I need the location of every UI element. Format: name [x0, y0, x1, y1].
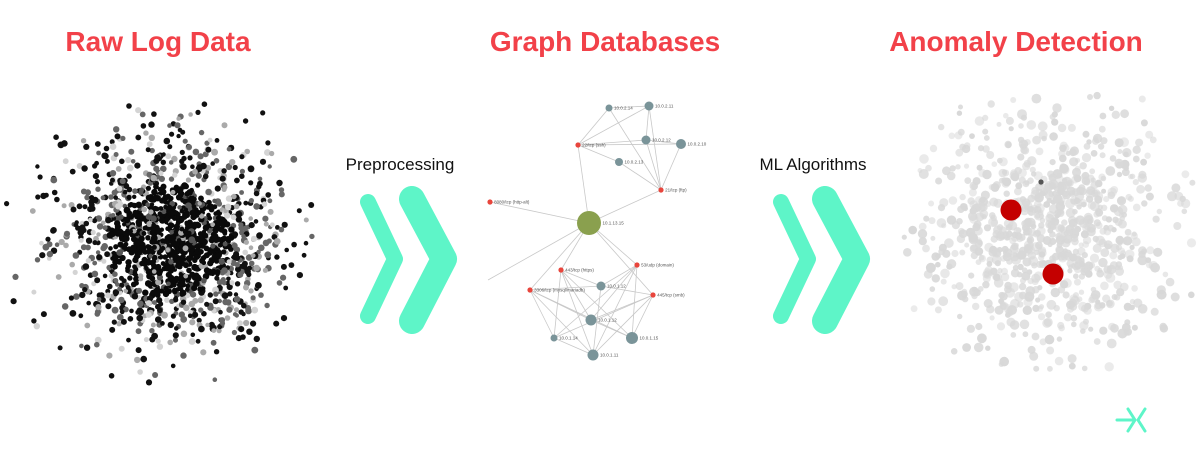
graph-edge	[560, 269, 594, 356]
graph-edge	[529, 289, 594, 356]
brand-logo-icon	[1114, 406, 1148, 434]
graph-edge	[560, 269, 602, 287]
graph-edge	[590, 319, 633, 339]
svg-text:8080/tcp (http-alt): 8080/tcp (http-alt)	[494, 200, 530, 205]
host-node: 10.0.2.10	[676, 139, 707, 149]
graph-edge	[600, 264, 638, 287]
svg-text:22/tcp (ssh): 22/tcp (ssh)	[582, 143, 606, 148]
raw-log-scatter	[0, 100, 320, 400]
service-node: 8080/tcp (http-alt)	[487, 199, 530, 205]
svg-text:10.0.1.14: 10.0.1.14	[559, 336, 578, 341]
raw-log-data-title: Raw Log Data	[65, 26, 251, 57]
svg-text:10.0.2.12: 10.0.2.12	[652, 138, 671, 143]
graph-edge	[489, 201, 590, 224]
service-node: 21/tcp (ftp)	[658, 187, 687, 193]
host-node: 10.0.1.14	[550, 334, 578, 342]
graph-edge	[592, 264, 638, 356]
graph-edge	[577, 144, 590, 224]
service-node: 445/tcp (smb)	[650, 292, 685, 298]
double-chevron-right-icon	[773, 186, 870, 334]
graph-edge	[660, 143, 682, 191]
graph-edge	[577, 107, 610, 146]
graph-edge	[645, 105, 650, 141]
graph-edge	[529, 289, 633, 339]
graph-edge	[560, 269, 592, 321]
anomaly-detection-title: Anomaly Detection	[889, 26, 1143, 57]
graph-edge	[645, 139, 662, 191]
ml-chevrons	[765, 186, 875, 336]
graph-edge	[631, 264, 638, 339]
graph-edge	[588, 222, 654, 296]
svg-text:10.1.13.15: 10.1.13.15	[603, 221, 625, 226]
svg-text:3306/tcp (mysql/mariadb): 3306/tcp (mysql/mariadb)	[534, 288, 585, 293]
double-chevron-right-icon	[360, 186, 457, 334]
anomaly-scatter	[895, 85, 1200, 375]
raw-log-points	[4, 101, 315, 386]
center-host-node: 10.1.13.15	[577, 211, 624, 235]
svg-text:10.0.1.12: 10.0.1.12	[607, 284, 626, 289]
ml-algorithms-label: ML Algorithms	[759, 155, 867, 174]
host-node: 10.0.2.14	[605, 104, 633, 112]
svg-text:10.0.1.15: 10.0.1.15	[640, 336, 659, 341]
anomaly-point	[1000, 199, 1022, 221]
graph-network: 10.1.13.15 22/tcp (ssh) 21/tcp (ftp) 8080/t…	[480, 95, 707, 370]
host-node: 10.0.1.15	[626, 332, 659, 344]
graph-databases-title: Graph Databases	[489, 26, 721, 57]
graph-edge	[560, 269, 633, 339]
host-node: 10.0.2.11	[644, 101, 674, 111]
service-node: 443/tcp (https)	[558, 267, 594, 273]
anomaly-points	[901, 91, 1197, 372]
svg-text:10.0.2.11: 10.0.2.11	[655, 104, 674, 109]
svg-text:53/udp (domain): 53/udp (domain)	[641, 263, 674, 268]
host-node: 10.0.2.12	[641, 135, 671, 145]
graph-edge	[608, 105, 650, 109]
graph-network-svg: 10.1.13.15 22/tcp (ssh) 21/tcp (ftp) 8080/t…	[487, 101, 707, 361]
svg-text:443/tcp (https): 443/tcp (https)	[565, 268, 594, 273]
anomaly-point	[1042, 263, 1064, 285]
graph-edge	[553, 264, 638, 339]
graph-edge	[592, 294, 654, 356]
host-node: 10.0.1.12	[596, 281, 626, 291]
graph-edge	[529, 285, 602, 291]
graph-edge	[600, 285, 654, 296]
svg-text:21/tcp (ftp): 21/tcp (ftp)	[665, 188, 687, 193]
service-node: 22/tcp (ssh)	[575, 142, 606, 148]
graph-edge	[529, 222, 590, 291]
graph-edge	[588, 189, 662, 224]
svg-text:10.0.2.14: 10.0.2.14	[614, 106, 633, 111]
graph-edge	[590, 264, 638, 321]
host-node: 10.0.2.13	[615, 158, 644, 166]
service-node: 53/udp (domain)	[634, 262, 674, 268]
graph-edge	[553, 269, 562, 339]
host-node: 10.0.1.12	[585, 314, 617, 326]
svg-text:10.0.2.10: 10.0.2.10	[688, 142, 707, 147]
svg-text:10.0.1.12: 10.0.1.12	[598, 318, 617, 323]
graph-edge	[631, 294, 654, 339]
graph-edge	[608, 107, 662, 191]
preprocessing-chevrons	[352, 186, 462, 336]
graph-edge	[577, 143, 682, 146]
svg-text:10.0.2.13: 10.0.2.13	[625, 160, 644, 165]
dark-point	[1038, 179, 1044, 185]
graph-edge	[592, 285, 602, 356]
service-node: 3306/tcp (mysql/mariadb)	[527, 287, 585, 293]
graph-edge	[577, 105, 650, 146]
host-node: 10.0.1.11	[587, 349, 619, 361]
graph-edge	[618, 161, 662, 191]
svg-text:445/tcp (smb): 445/tcp (smb)	[657, 293, 685, 298]
graph-edge	[577, 144, 620, 163]
graph-edge	[553, 337, 594, 356]
svg-text:10.0.1.11: 10.0.1.11	[600, 353, 619, 358]
graph-edge	[645, 139, 682, 145]
graph-edge	[529, 289, 555, 339]
graph-edge	[648, 105, 662, 191]
preprocessing-label: Preprocessing	[345, 155, 455, 174]
graph-edge	[553, 294, 654, 339]
graph-edge	[577, 139, 647, 146]
graph-edge	[487, 222, 590, 281]
